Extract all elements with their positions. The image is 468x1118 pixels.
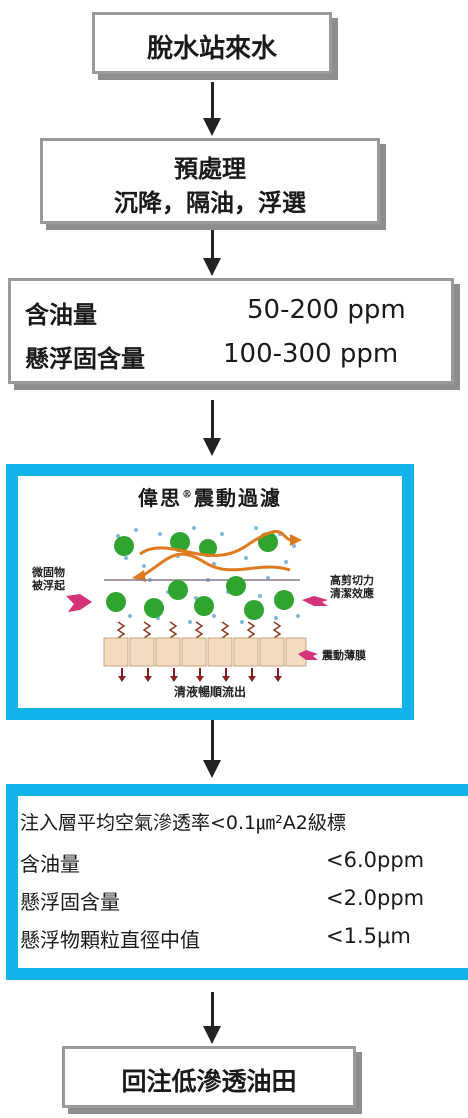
- effluent-value-oil: <6.0ppm: [326, 848, 425, 872]
- filter-panel: 偉思®震動過濾: [18, 476, 402, 708]
- label-outflow: 清液暢順流出: [173, 685, 246, 699]
- label-particles-line1: 微固物: [32, 566, 65, 579]
- effluent-panel: 注入層平均空氣滲透率<0.1㎛²A2級標 含油量 <6.0ppm 懸浮固含量 <…: [18, 796, 468, 968]
- filter-title-brand: 偉思: [138, 486, 182, 510]
- source-box: 脫水站來水: [92, 12, 332, 74]
- influent-value-oil: 50-200 ppm: [247, 295, 406, 325]
- pretreatment-detail: 沉降，隔油，浮選: [114, 189, 306, 217]
- influent-value-solids: 100-300 ppm: [223, 339, 399, 369]
- effluent-header: 注入層平均空氣滲透率<0.1㎛²A2級標: [20, 812, 346, 834]
- effluent-value-particle: <1.5μm: [326, 924, 411, 948]
- label-particles-line2: 被浮起: [32, 579, 65, 592]
- destination-box: 回注低滲透油田: [62, 1046, 356, 1108]
- influent-name-oil: 含油量: [25, 301, 97, 329]
- label-shear-line1: 高剪切力: [330, 574, 374, 587]
- effluent-value-solids: <2.0ppm: [326, 886, 425, 910]
- pretreatment-box: 預處理 沉降，隔油，浮選: [40, 138, 380, 224]
- effluent-name-oil: 含油量: [20, 852, 80, 876]
- filter-title-rest: 震動過濾: [194, 486, 282, 510]
- influent-name-solids: 懸浮固含量: [25, 345, 145, 373]
- influent-box: 含油量 50-200 ppm 懸浮固含量 100-300 ppm: [8, 278, 454, 384]
- label-shear-line2: 清潔效應: [330, 587, 374, 600]
- source-label: 脫水站來水: [146, 34, 277, 64]
- effluent-name-solids: 懸浮固含量: [20, 890, 120, 914]
- destination-label: 回注低滲透油田: [121, 1067, 297, 1096]
- filter-title: 偉思®震動過濾: [18, 482, 402, 511]
- pretreatment-title: 預處理: [174, 155, 246, 183]
- label-membrane: 震動薄膜: [322, 649, 366, 662]
- effluent-name-particle: 懸浮物顆粒直徑中值: [20, 928, 200, 952]
- vibration-filter-illustration: [66, 526, 328, 682]
- registered-mark: ®: [182, 489, 194, 501]
